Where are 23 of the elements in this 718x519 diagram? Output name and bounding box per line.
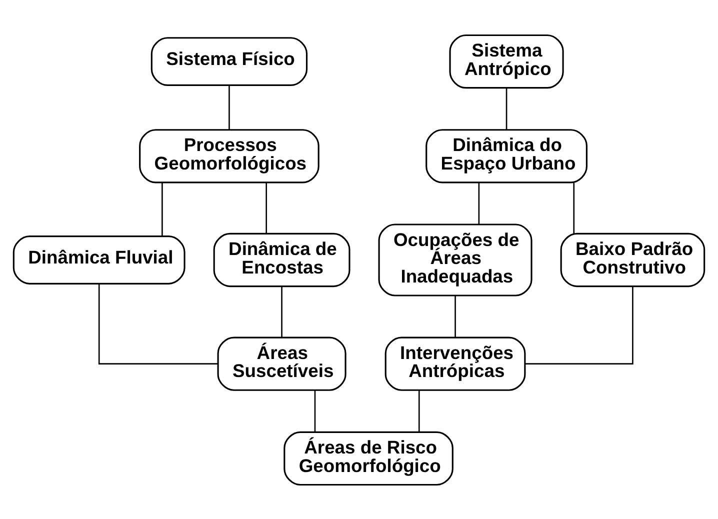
connector	[228, 84, 230, 130]
connector	[281, 286, 282, 338]
node-box: Dinâmica do Espaço Urbano	[426, 128, 588, 183]
connector	[314, 390, 316, 432]
node-box: Áreas de Risco Geomorfológico	[284, 430, 454, 486]
node-box: Baixo Padrão Construtivo	[560, 232, 706, 287]
node-box: Áreas Suscetíveis	[217, 336, 346, 390]
node-box: Sistema Antrópico	[449, 34, 564, 88]
node-box: Dinâmica Fluvial	[12, 235, 186, 284]
connector	[266, 182, 267, 234]
connector	[98, 284, 218, 364]
node-box: Processos Geomorfológicos	[139, 128, 320, 183]
connector	[454, 295, 456, 337]
node-box: Intervenções Antrópicas	[384, 336, 526, 390]
connector	[573, 182, 575, 234]
connector	[478, 182, 480, 224]
connector	[506, 87, 508, 130]
connector	[162, 182, 163, 236]
connector	[525, 286, 634, 364]
node-box: Sistema Físico	[150, 36, 308, 86]
connector	[418, 390, 420, 432]
node-box: Dinâmica de Encostas	[213, 232, 350, 287]
node-box: Ocupações de Áreas Inadequadas	[378, 223, 532, 296]
